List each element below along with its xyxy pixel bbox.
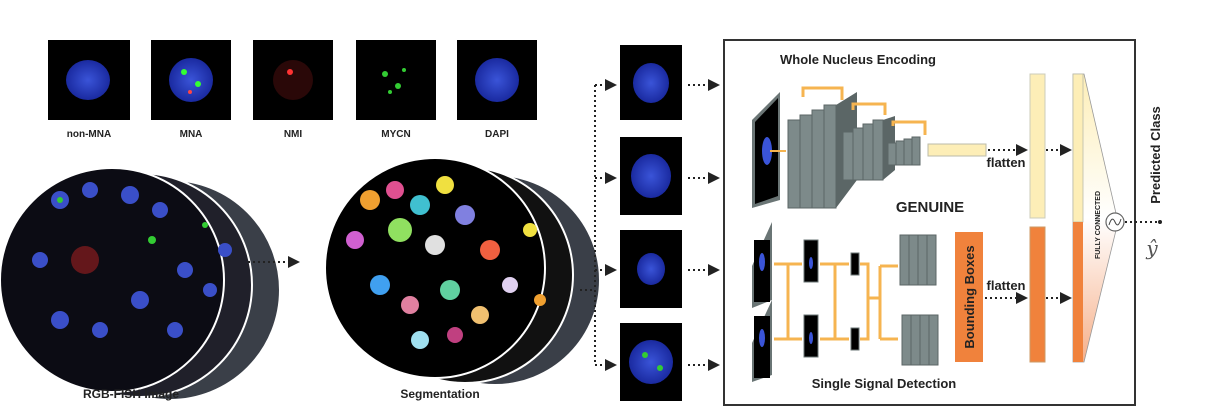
segmentation-stack: Segmentation <box>324 157 601 401</box>
single-signal-detection-title: Single Signal Detection <box>812 376 957 391</box>
thumbnail-label: MYCN <box>381 129 410 140</box>
whole-nucleus-encoding-title: Whole Nucleus Encoding <box>780 52 936 67</box>
whole-nucleus-encoder <box>752 86 987 209</box>
y-hat-label: ŷ <box>1145 236 1158 260</box>
rgb-fish-image-stack: RGB-FISH Image <box>0 167 281 401</box>
whole-nucleus-feature-vector <box>1029 73 1046 219</box>
flatten-label-top: flatten <box>987 155 1026 170</box>
nucleus-crops <box>620 45 720 401</box>
thumbnail-mycn: MYCN <box>356 40 436 140</box>
flatten-label-bottom: flatten <box>987 278 1026 293</box>
thumbnail-nmi: NMI <box>253 40 333 140</box>
thumbnail-label: non-MNA <box>67 129 111 140</box>
genuine-model-panel: Whole Nucleus Encoding flatten GENUINE <box>723 39 1136 406</box>
segmentation-label: Segmentation <box>400 387 479 401</box>
bounding-boxes-label: Bounding Boxes <box>962 245 977 348</box>
crop-bracket <box>580 79 617 371</box>
thumbnail-non-mna: non-MNA <box>48 40 130 140</box>
bounding-boxes-block <box>955 232 983 362</box>
thumbnail-mna: MNA <box>151 40 231 140</box>
single-signal-detector <box>752 222 939 382</box>
genuine-title: GENUINE <box>896 199 964 216</box>
thumbnail-label: NMI <box>284 129 303 140</box>
thumbnail-label: DAPI <box>485 129 509 140</box>
signal-feature-vector <box>1029 226 1046 363</box>
rgb-fish-label: RGB-FISH Image <box>83 387 179 401</box>
thumbnail-label: MNA <box>180 129 203 140</box>
predicted-class-label: Predicted Class <box>1148 106 1163 204</box>
fully-connected-label: FULLY CONNECTED <box>1095 191 1102 259</box>
thumbnail-dapi: DAPI <box>457 40 537 140</box>
